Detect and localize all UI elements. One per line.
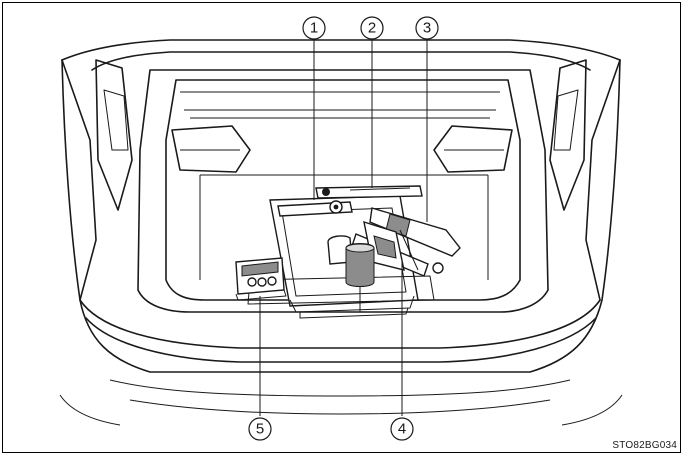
car-body-outline [59,39,623,426]
callout-5: 5 [248,296,272,441]
callout-2-label: 2 [368,20,376,37]
callout-3: 3 [415,16,439,222]
callout-1: 1 [302,16,326,200]
tool-tow-eyelet [315,185,423,199]
reference-code: STO82BG034 [612,440,677,451]
tool-wrench [277,200,353,217]
callout-5-label: 5 [256,421,264,438]
tail-lights [95,59,587,211]
trunk-opening [137,69,549,313]
callout-5-branch-leader [260,286,361,313]
tray-recess [289,295,415,319]
callout-1-label: 1 [310,20,318,37]
diagram-frame [2,2,681,453]
callout-4-label: 4 [398,421,406,438]
compressor-kit [235,257,287,301]
sealant-bottle [327,235,375,287]
callout-3-label: 3 [423,20,431,37]
callout-4: 4 [390,262,414,441]
callout-2: 2 [360,16,384,188]
